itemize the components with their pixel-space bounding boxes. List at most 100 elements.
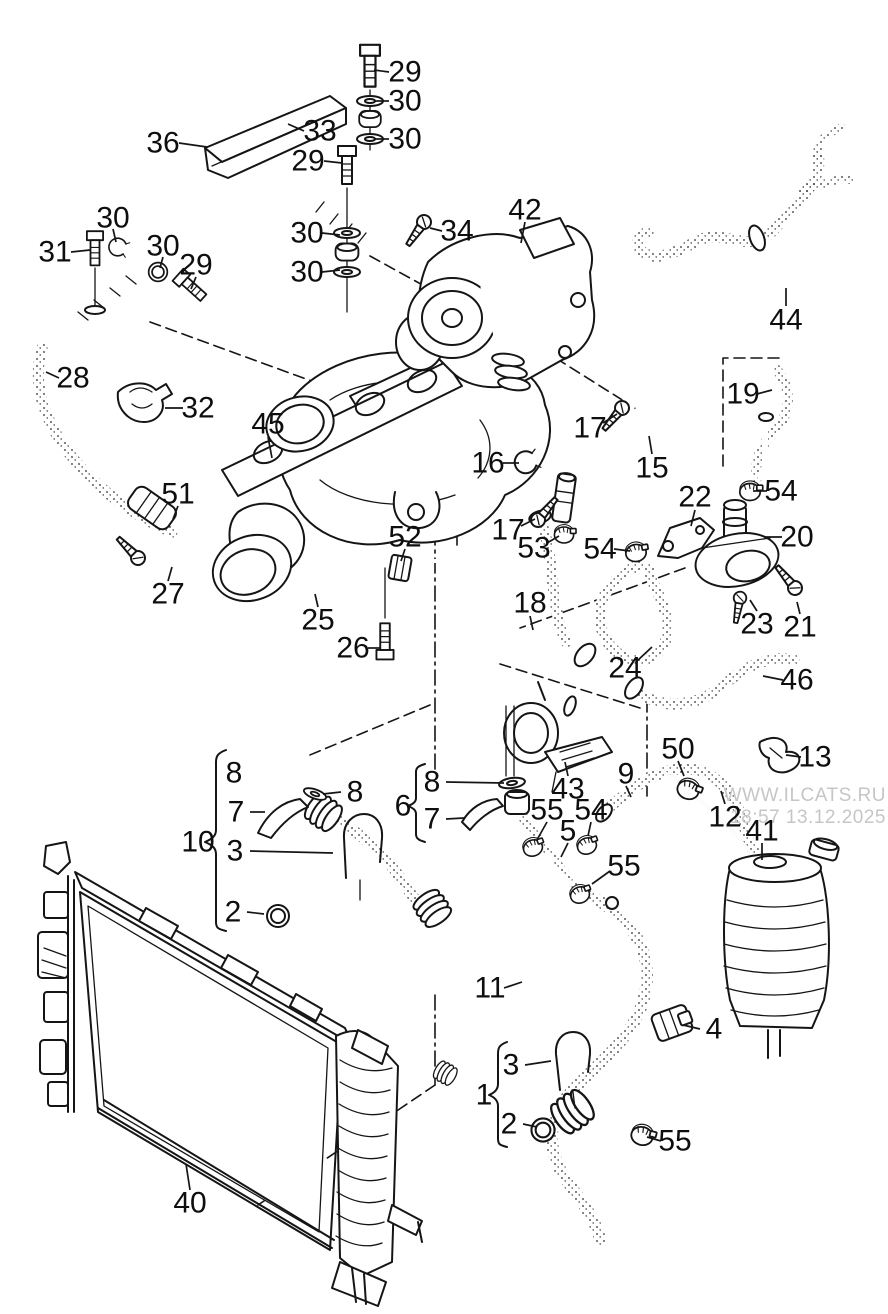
o-ring-2-left <box>266 904 290 928</box>
bolt-29-top <box>359 43 381 88</box>
connector-4 <box>649 1002 697 1044</box>
leader-line <box>560 842 569 858</box>
part-number-label: 20 <box>780 521 813 554</box>
leader-line <box>249 850 334 854</box>
part-number-label: 54 <box>574 794 607 827</box>
leader-line <box>762 675 784 681</box>
part-number-label: 52 <box>388 521 421 554</box>
part-number-label: 54 <box>764 475 797 508</box>
part-number-label: 22 <box>678 481 711 514</box>
leader-line <box>529 615 534 631</box>
part-number-label: 51 <box>161 478 194 511</box>
part-number-label: 30 <box>388 123 421 156</box>
leader-line <box>720 790 726 805</box>
pipe-25 <box>184 412 774 566</box>
part-number-label: 3 <box>227 835 244 868</box>
part-number-label: 42 <box>508 194 541 227</box>
part-number-label: 3 <box>503 1049 520 1082</box>
part-number-label: 8 <box>347 776 364 809</box>
part-3-bracket-bottom <box>554 1031 592 1091</box>
part-number-label: 50 <box>661 733 694 766</box>
turbo-inlet-ring <box>265 395 335 453</box>
leader-line <box>522 1123 538 1128</box>
leader-line <box>613 548 631 552</box>
group-6-parts <box>461 705 530 831</box>
part-number-label: 27 <box>151 578 184 611</box>
leader-line <box>45 371 60 379</box>
part-number-label: 54 <box>583 533 616 566</box>
leader-line <box>321 232 341 236</box>
leader-line <box>503 981 523 989</box>
part-number-label: 33 <box>303 115 336 148</box>
part-number-label: 15 <box>635 452 668 485</box>
leader-line <box>445 817 465 820</box>
part-number-label: 28 <box>56 362 89 395</box>
leader-line <box>167 566 173 582</box>
part-number-label: 23 <box>740 608 773 641</box>
leader-line <box>373 69 390 73</box>
leader-line <box>112 228 117 243</box>
leader-line <box>287 123 305 132</box>
leader-line <box>322 791 342 795</box>
part-number-label: 41 <box>745 815 778 848</box>
part-number-label: 24 <box>608 652 641 685</box>
leader-line <box>400 548 406 562</box>
hose-46 <box>624 659 794 704</box>
radiator <box>37 841 423 1307</box>
leader-line <box>537 821 548 839</box>
leader-line <box>749 599 758 612</box>
part-number-label: 25 <box>301 604 334 637</box>
clamp-52 <box>387 553 413 583</box>
leader-line <box>159 256 164 269</box>
part-number-label: 34 <box>440 215 473 248</box>
part-number-label: 18 <box>513 587 546 620</box>
bolt-26 <box>375 622 395 661</box>
bolt-29-mid <box>337 145 357 185</box>
turbo-oil-fitting <box>127 485 177 531</box>
part-number-label: 29 <box>388 56 421 89</box>
pipe-upper-left <box>38 118 334 340</box>
part-number-label: 44 <box>769 304 802 337</box>
part-number-label: 30 <box>290 256 323 289</box>
hose-19 <box>756 370 788 478</box>
part-number-label: 6 <box>395 790 412 823</box>
part-number-label: 7 <box>228 796 245 829</box>
part-number-label: 36 <box>146 127 179 160</box>
o-ring-2-bottom <box>530 1117 556 1143</box>
part-number-label: 12 <box>708 801 741 834</box>
part-number-label: 13 <box>798 741 831 774</box>
part-number-label: 55 <box>530 794 563 827</box>
leader-line <box>323 160 343 164</box>
clamp-55-c <box>628 1121 659 1150</box>
group-1-parts <box>530 1031 592 1143</box>
leader-line <box>190 276 197 290</box>
elbow-7-right <box>504 789 530 815</box>
leader-line <box>524 1060 552 1066</box>
leader-line <box>636 646 653 662</box>
leader-line <box>690 509 696 527</box>
part-number-label: 16 <box>471 447 504 480</box>
leader-line <box>646 1136 662 1142</box>
part-7-outline <box>461 798 504 831</box>
hose-lower-main <box>545 888 647 1240</box>
elbow-5 <box>546 854 570 886</box>
part-number-label: 30 <box>146 230 179 263</box>
screw-21 <box>770 561 806 599</box>
leader-line <box>185 1163 191 1191</box>
watermark-timestamp: 18:57 13.12.2025 <box>730 807 886 828</box>
part-number-label: 17 <box>573 412 606 445</box>
part-number-label: 17 <box>491 514 524 547</box>
thermostat-43 <box>503 681 613 793</box>
part-number-label: 40 <box>173 1187 206 1220</box>
brace-6 <box>407 763 426 843</box>
hose-24 <box>573 565 668 668</box>
radiator-mount-clips <box>37 841 71 1107</box>
hardware <box>84 43 806 1150</box>
part-number-label: 29 <box>291 145 324 178</box>
part-number-label: 11 <box>474 972 505 1005</box>
brace-10 <box>204 749 227 932</box>
leader-line <box>520 221 526 244</box>
